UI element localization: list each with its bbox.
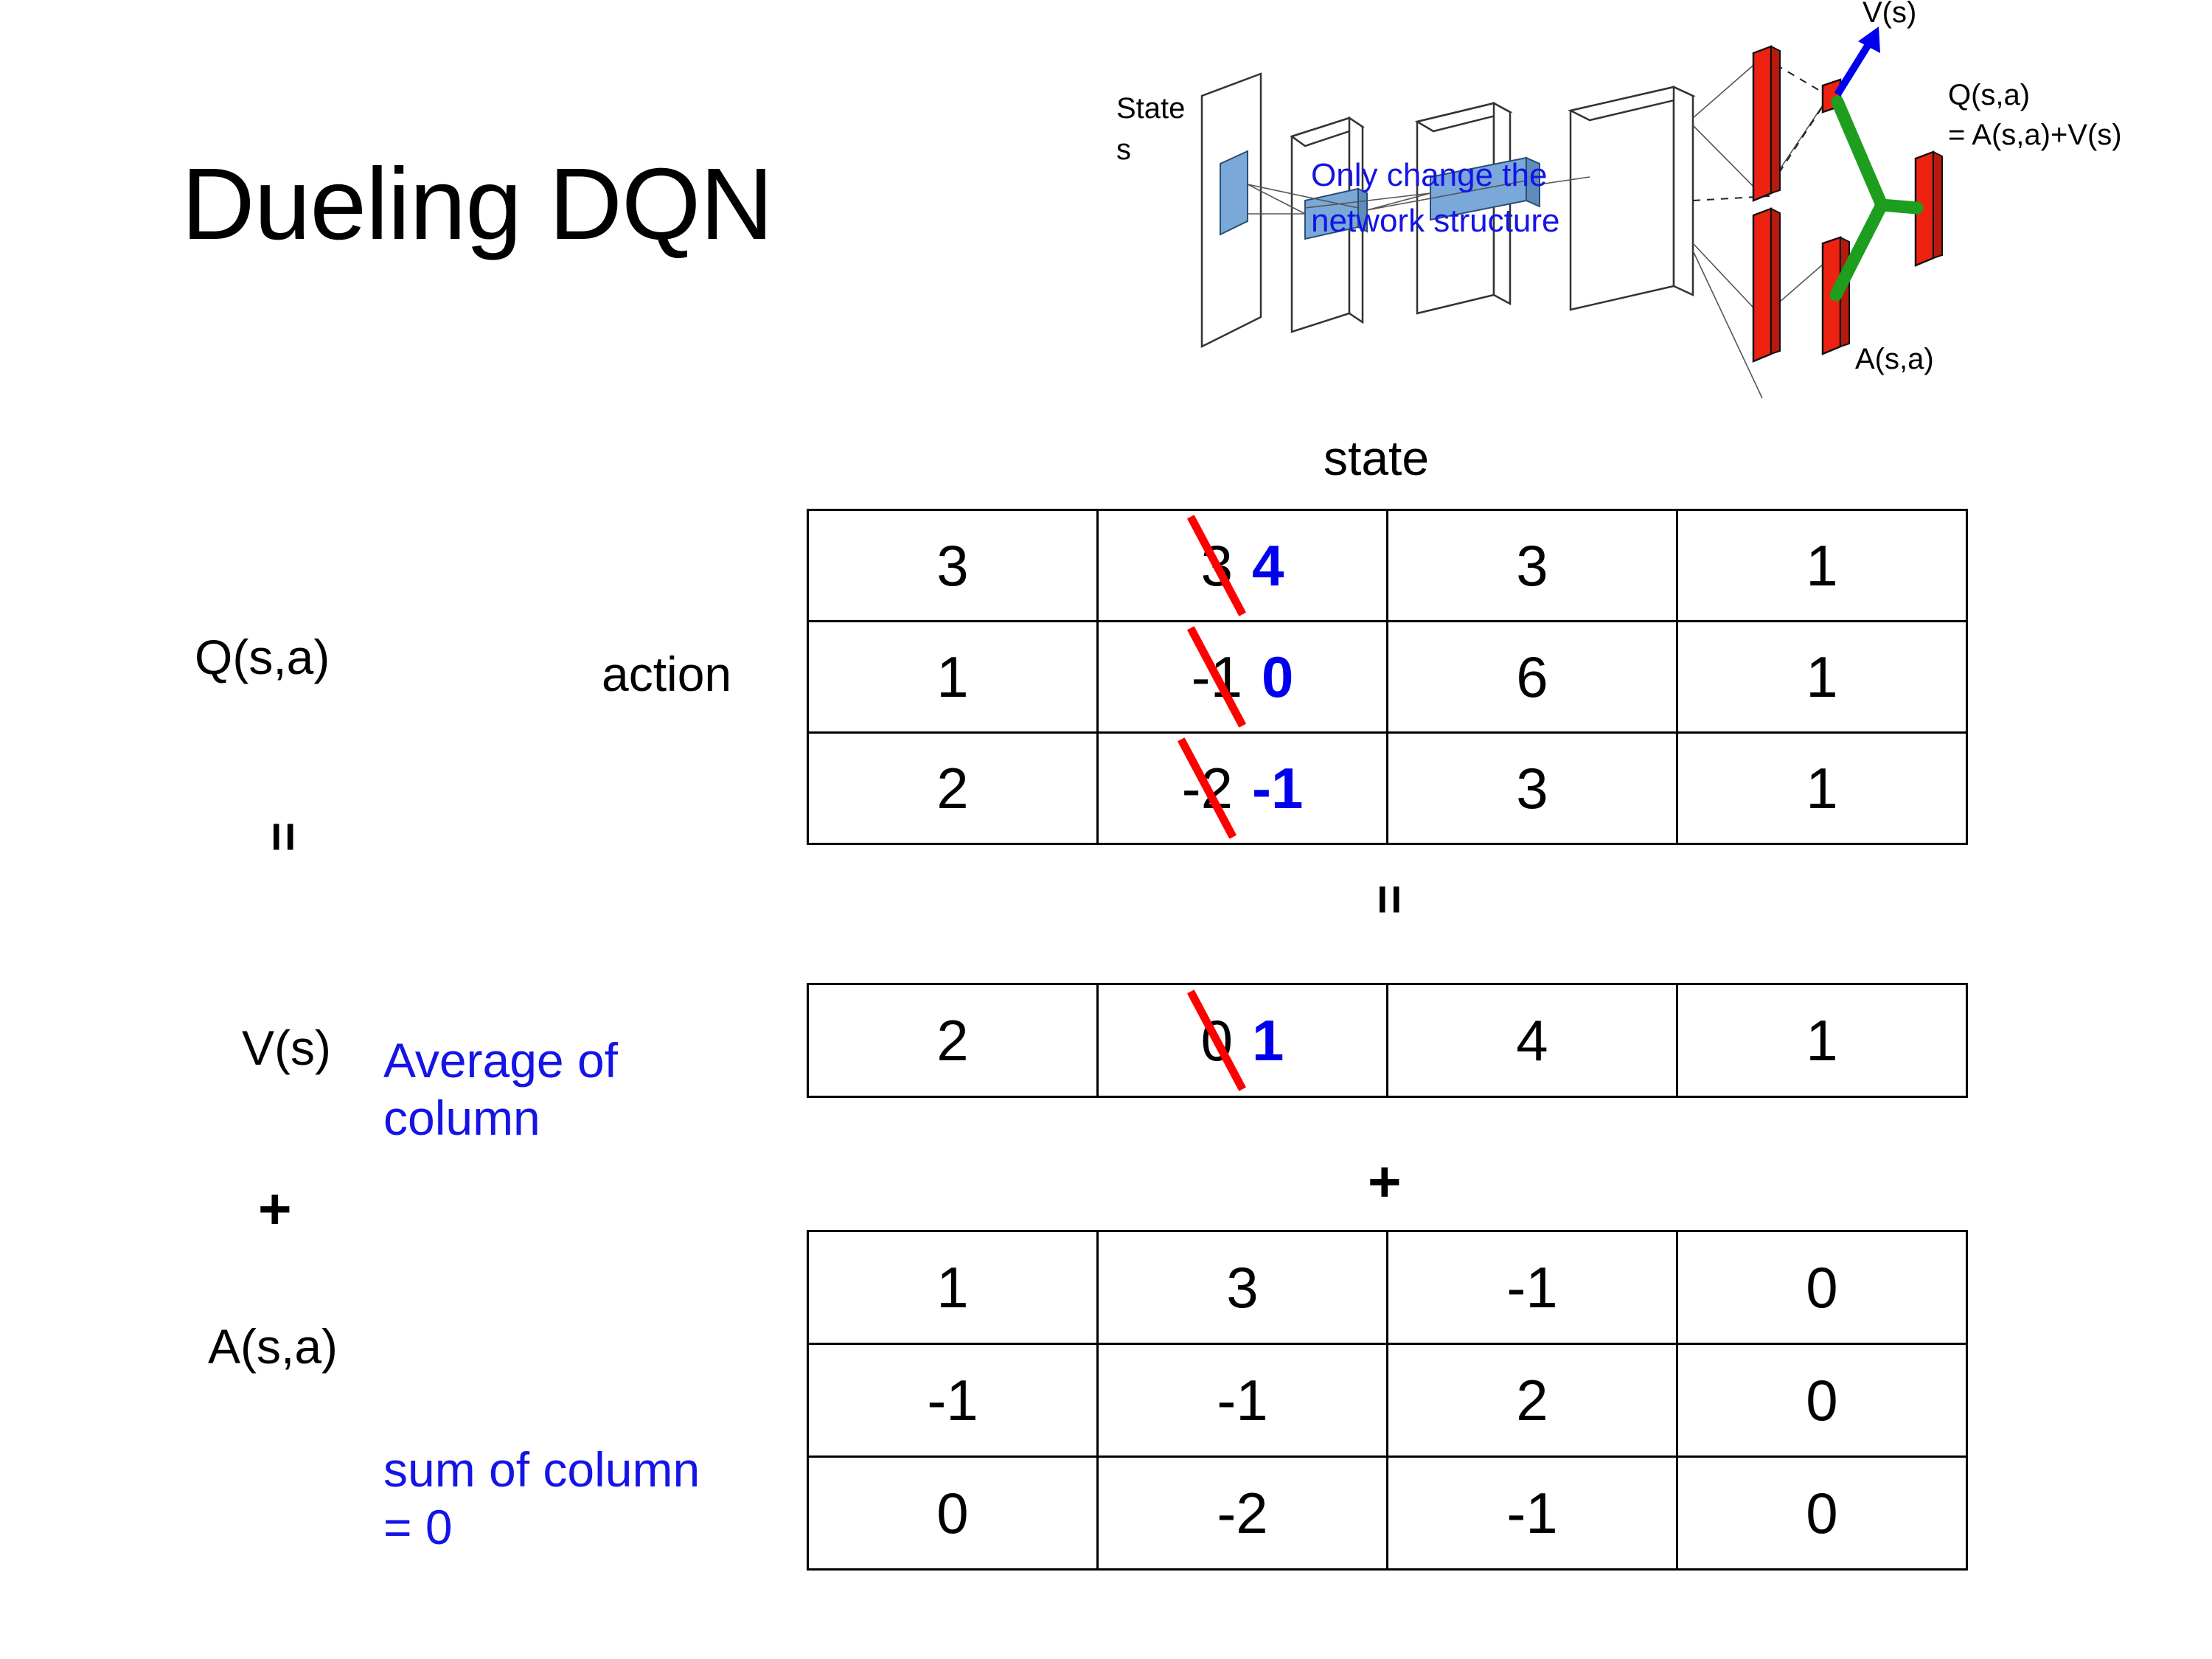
table-cell: -1 xyxy=(1386,1455,1678,1571)
table-cell: 2 xyxy=(807,983,1099,1098)
diagram-advantage-label: A(s,a) xyxy=(1855,343,1934,375)
plus-sign-middle: + xyxy=(1368,1149,1402,1214)
table-cell: 3 xyxy=(1386,731,1678,845)
corrected-value: 1 xyxy=(1252,1007,1284,1073)
action-axis-label: action xyxy=(602,647,732,701)
diagram-value-label: V(s) xyxy=(1863,0,1916,29)
equals-sign-left: = xyxy=(255,821,313,852)
table-cell: 0 xyxy=(1676,1455,1968,1571)
table-cell: 1 xyxy=(1676,509,1968,622)
table-cell: 3 xyxy=(807,509,1099,622)
table-cell: -1 xyxy=(807,1343,1099,1458)
table-cell: 4 xyxy=(1386,983,1678,1098)
table-cell: 1 xyxy=(1676,620,1968,734)
table-cell: -1 xyxy=(1096,1343,1388,1458)
table-cell: 6 xyxy=(1386,620,1678,734)
corrected-value: -1 xyxy=(1252,755,1304,821)
corrected-cell: -2 -1 xyxy=(1182,755,1304,822)
corrected-value: 4 xyxy=(1252,532,1284,598)
table-cell: 0 xyxy=(1676,1343,1968,1458)
table-cell: 2 xyxy=(1386,1343,1678,1458)
table-cell: 2 xyxy=(807,731,1099,845)
diagram-q-label-line2: = A(s,a)+V(s) xyxy=(1948,119,2122,151)
dueling-network-diagram: V(s) A(s,a) Q(s,a) = A(s,a)+V(s) State s… xyxy=(1084,0,2212,413)
average-of-column-note: Average of column xyxy=(383,1033,619,1145)
value-function-label: V(s) xyxy=(242,1020,331,1075)
corrected-value: 0 xyxy=(1261,644,1294,709)
table-cell: 3 xyxy=(1386,509,1678,622)
table-cell: 1 xyxy=(807,1230,1099,1345)
table-cell: -2 -1 xyxy=(1096,731,1388,845)
corrected-cell: -1 0 xyxy=(1192,644,1294,711)
table-cell: 0 xyxy=(807,1455,1099,1571)
plus-sign-left: + xyxy=(258,1176,292,1241)
struck-value: -1 xyxy=(1191,644,1242,709)
table-cell: -1 xyxy=(1386,1230,1678,1345)
table-cell: 3 xyxy=(1096,1230,1388,1345)
q-function-label: Q(s,a) xyxy=(195,630,330,684)
table-cell: 0 xyxy=(1676,1230,1968,1345)
equals-sign-middle: = xyxy=(1361,884,1419,915)
diagram-input-label-line1: State xyxy=(1116,92,1185,125)
diagram-q-label-line1: Q(s,a) xyxy=(1948,79,2030,111)
struck-value: 0 xyxy=(1200,1007,1233,1073)
struck-value: -2 xyxy=(1181,755,1233,821)
sum-of-column-note: sum of column = 0 xyxy=(383,1442,700,1554)
state-axis-label: state xyxy=(1324,431,1430,485)
page-title: Dueling DQN xyxy=(181,147,773,261)
diagram-note-line2: network structure xyxy=(1311,203,1559,239)
table-cell: -2 xyxy=(1096,1455,1388,1571)
table-cell: -1 0 xyxy=(1096,620,1388,734)
struck-value: 3 xyxy=(1200,532,1233,598)
diagram-note-line1: Only change the xyxy=(1311,157,1547,193)
table-cell: 1 xyxy=(1676,731,1968,845)
advantage-function-label: A(s,a) xyxy=(208,1319,338,1374)
table-cell: 1 xyxy=(807,620,1099,734)
table-cell: 1 xyxy=(1676,983,1968,1098)
diagram-input-label-line2: s xyxy=(1116,133,1131,166)
